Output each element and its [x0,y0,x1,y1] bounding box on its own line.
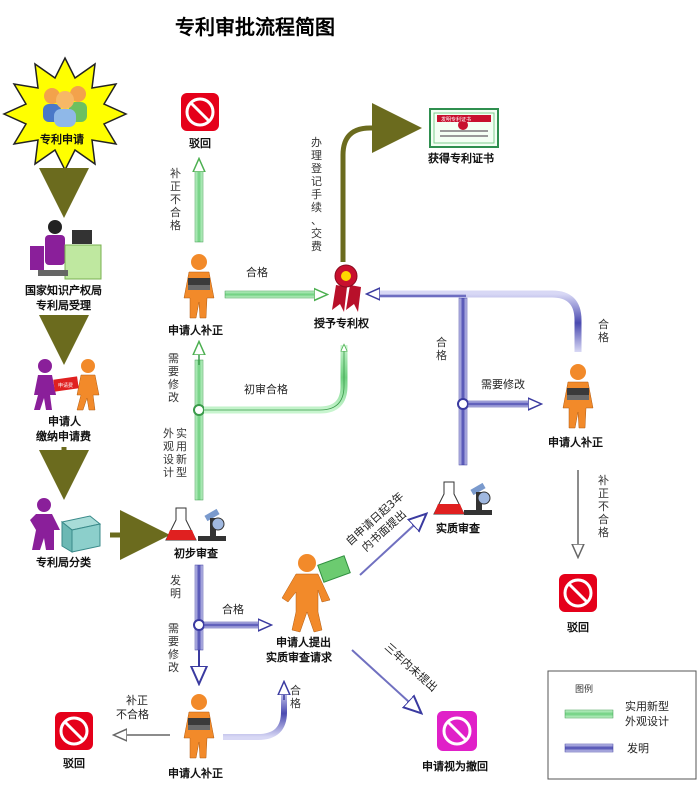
certificate-label: 获得专利证书 [428,151,494,165]
reject-top-label: 驳回 [189,136,211,150]
label-invention-v: 发明 [170,573,181,600]
applicant-fix-bottom-icon [183,694,215,759]
label-utility-model: 实用新型 [176,426,187,479]
apply-label: 专利申请 [40,132,84,146]
blue-junction-right [457,398,469,410]
grant-ribbon-icon [332,264,361,312]
reject-top-icon [181,93,219,131]
arrow-request-to-withdrawn [351,649,420,712]
green-prelim-pass-path [204,345,348,414]
pay-fee-line1: 申请人 [48,414,82,428]
label-fix-fail-bottom-2: 不合格 [116,707,149,721]
apply-starburst-icon [2,56,128,172]
pay-fee-icon [34,359,100,411]
withdrawn-label: 申请视为撤回 [422,759,488,773]
blue-to-grant [374,290,467,298]
label-qualified-top: 合格 [246,265,268,279]
classify-icon [30,498,102,553]
green-fix-to-grant [224,290,321,299]
green-trunk [194,359,204,501]
label-fix-fail-top: 补正不合格 [170,167,181,232]
request-substantive-icon [281,554,351,633]
request-sub-line1: 申请人提出 [276,635,331,649]
blue-junction [193,619,205,631]
classify-label: 专利局分类 [36,555,92,569]
label-utility-design: 外观设计 [163,427,174,479]
substantive-lab-icon [433,481,492,515]
label-fix-fail-right: 补正不合格 [598,474,609,539]
arrow-grant-to-certificate [340,103,422,262]
request-sub-line2: 实质审查请求 [266,650,333,664]
legend [547,670,697,780]
blue-fix-right-to-grant [466,290,582,352]
label-qualified-mid: 合格 [222,602,244,616]
green-fix-to-reject [194,169,204,243]
blue-to-request [203,621,265,629]
prelim-label: 初步审查 [174,546,218,560]
blue-trunk [194,564,204,651]
label-prelim-pass: 初审合格 [244,382,288,396]
substantive-label: 实质审查 [436,521,480,535]
lab-equipment-icon [165,507,226,541]
green-junction [193,404,205,416]
legend-green-swatch [564,709,614,719]
reject-right-icon [559,574,597,612]
office-accept-line2: 专利局受理 [36,298,91,312]
blue-substantive-trunk [458,297,468,466]
arrow-request-to-substantive [359,515,425,576]
legend-blue-swatch [564,743,614,753]
label-qualified-right-v: 合格 [436,335,447,362]
reject-right-label: 驳回 [567,620,589,634]
fee-doc-label: 申请费 [58,382,73,389]
applicant-fix-right-label: 申请人补正 [548,435,603,449]
legend-title: 图例 [575,683,593,695]
certificate-icon [429,108,499,148]
withdrawn-icon [437,711,477,751]
office-clerk-icon [30,220,102,280]
label-fix-fail-bottom-1: 补正 [126,694,148,707]
legend-utility-1: 实用新型 [625,699,669,713]
label-needs-modify-bottom: 需要修改 [168,622,179,674]
label-qualified-right: 合格 [598,317,609,344]
diagram-title: 专利审批流程简图 [175,15,335,39]
label-needs-modify-top: 需要修改 [168,352,179,404]
label-register-fee: 办理登记手续、交费 [311,136,322,253]
blue-to-fix-right [467,400,534,408]
reject-bottom-icon [55,712,93,750]
applicant-fix-top-icon [183,254,215,319]
legend-utility-2: 外观设计 [625,715,669,728]
label-qualified-bottom: 合格 [290,683,301,710]
applicant-fix-right-icon [562,364,594,429]
pay-fee-line2: 缴纳申请费 [36,429,91,443]
reject-bottom-label: 驳回 [63,756,85,770]
office-accept-line1: 国家知识产权局 [25,283,102,297]
certificate-text: 发明专利证书 [441,116,471,123]
label-needs-modify-right: 需要修改 [481,377,525,391]
grant-label: 授予专利权 [314,316,370,330]
blue-fix-to-request [223,690,287,740]
legend-invention: 发明 [627,741,649,755]
applicant-fix-top-label: 申请人补正 [168,323,223,337]
applicant-fix-bottom-label: 申请人补正 [168,766,223,780]
